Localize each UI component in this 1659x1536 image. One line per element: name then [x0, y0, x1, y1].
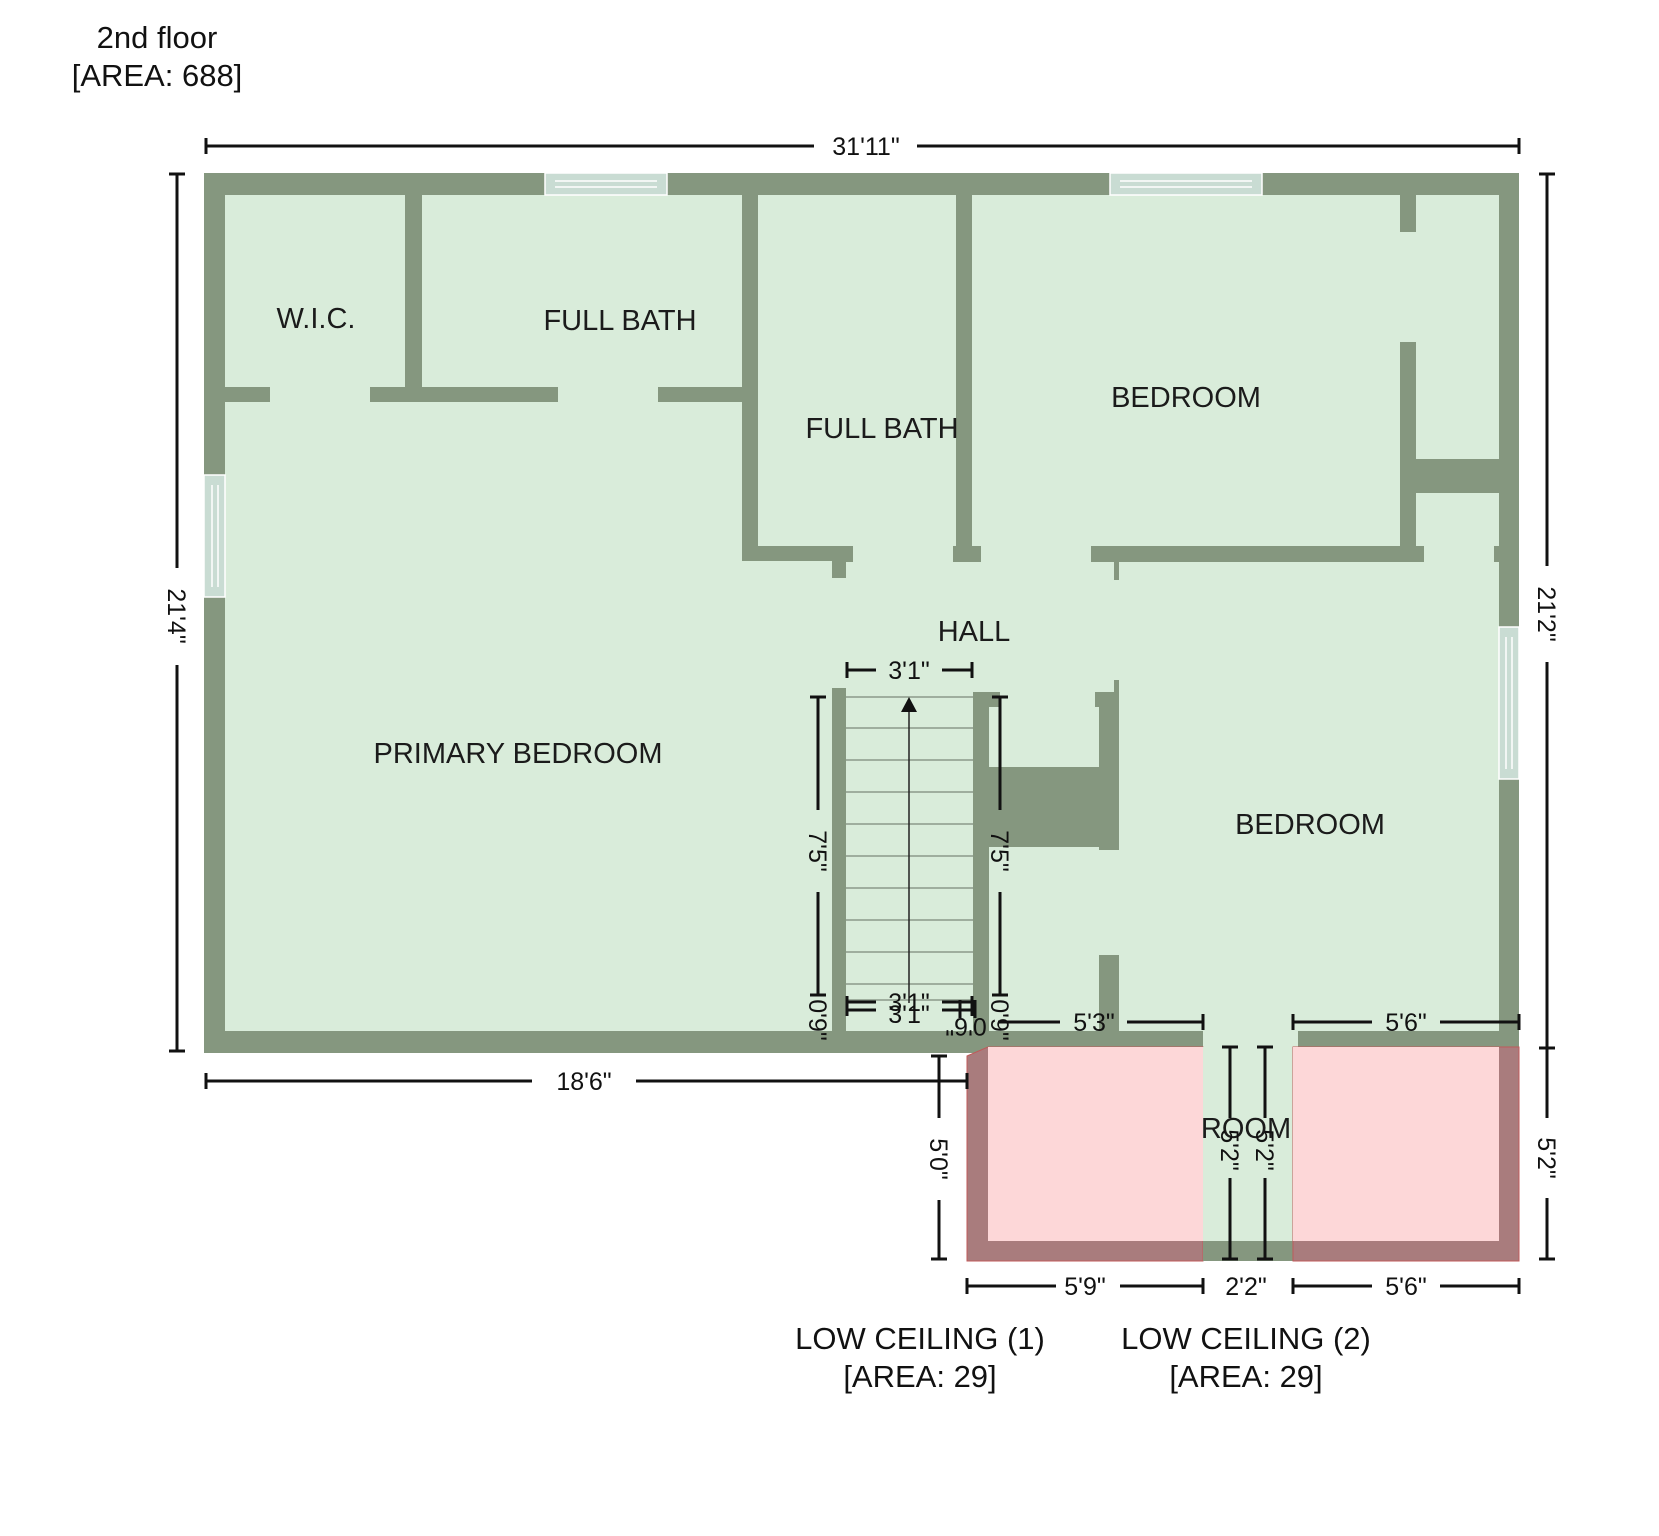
primary-bedroom-label: PRIMARY BEDROOM [374, 738, 663, 770]
door-opening [981, 545, 1091, 563]
wic-floor [225, 195, 405, 387]
dimension-lower-left-height: 5'0" [924, 1054, 952, 1261]
dimension-bottom-left: 18'6" [204, 1068, 969, 1096]
dimension-label: 5'3" [1073, 1009, 1114, 1037]
dimension-stair-width-bottom: 3'1" 3'1" [845, 989, 974, 1029]
door-opening [853, 545, 953, 563]
closet-lower-floor [1416, 493, 1499, 546]
floor-title: 2nd floor [97, 20, 218, 55]
dimension-top-width: 31'11" [204, 133, 1521, 161]
primary-bedroom-floor [225, 402, 832, 1031]
dimension-label: 0'6" [945, 1012, 986, 1040]
closet-upper-floor [1416, 195, 1499, 459]
room-labels: W.I.C. FULL BATH FULL BATH BEDROOM PRIMA… [277, 303, 1385, 1145]
dimension-label: 31'11" [832, 133, 899, 161]
dimension-label: 2'2" [1225, 1273, 1266, 1301]
dimension-label: 7'5" [985, 830, 1013, 871]
dimension-lines: 31'11" 21'4" 21'2" 5'2" [162, 133, 1560, 1301]
dimension-label: 21'2" [1532, 586, 1560, 641]
lower-room [966, 1046, 1520, 1262]
door-opening [558, 386, 658, 403]
full-bath-1-floor [422, 195, 742, 387]
dimension-right-height: 21'2" [1532, 172, 1560, 1050]
room-label: ROOM [1201, 1113, 1291, 1145]
window [1109, 172, 1263, 196]
door-opening [1099, 850, 1120, 955]
dimension-stair-width-top: 3'1" [845, 657, 974, 685]
windows [203, 172, 1520, 780]
low-ceiling-2-floor [1293, 1047, 1499, 1241]
bedroom-1-label: BEDROOM [1111, 382, 1261, 414]
dimension-small-mid: 0'6" [945, 1000, 987, 1040]
hall-label: HALL [938, 616, 1011, 648]
low-ceiling-1-floor [988, 1047, 1203, 1241]
dimension-stair-length-left: 7'5" 0'9" [803, 695, 831, 1041]
room-floor [1203, 1047, 1293, 1261]
dimension-label: 5'6" [1385, 1273, 1426, 1301]
dimension-label: 18'6" [556, 1068, 611, 1096]
low-ceiling-1-area: [AREA: 29] [843, 1359, 996, 1394]
dimension-inner-room: 5'2" 5'2" [1215, 1045, 1278, 1261]
door-opening [1000, 690, 1095, 708]
door-opening [832, 578, 847, 688]
dimension-label: 7'5" [803, 830, 831, 871]
window [544, 172, 668, 196]
dimension-hall-bottom: 5'3" 5'6" [998, 1009, 1521, 1037]
stair-closet-lower-floor [989, 847, 1099, 1031]
stair-closet-upper-floor [989, 707, 1099, 767]
low-ceiling-1-label: LOW CEILING (1) [795, 1321, 1045, 1356]
dimension-bottom-segments: 5'9" 2'2" 5'6" [965, 1273, 1521, 1301]
dimension-label: 3'1" [888, 989, 929, 1017]
door-opening [1424, 545, 1494, 563]
dimension-label: 0'9" [803, 999, 831, 1040]
stair-direction-arrow [901, 697, 917, 1003]
floor-header: 2nd floor [AREA: 688] [72, 20, 243, 93]
dimension-label: 5'0" [924, 1138, 952, 1179]
full-bath-1-label: FULL BATH [543, 305, 696, 337]
door-opening [1099, 580, 1120, 680]
dimension-label: 3'1" [888, 1001, 929, 1029]
bedroom-1-floor [972, 195, 1400, 546]
dimension-label: 5'2" [1532, 1137, 1560, 1178]
floor-area: [AREA: 688] [72, 58, 243, 93]
dimension-label: 5'2" [1215, 1129, 1243, 1170]
low-ceiling-captions: LOW CEILING (1) [AREA: 29] LOW CEILING (… [795, 1321, 1371, 1394]
full-bath-2-label: FULL BATH [805, 413, 958, 445]
dimension-left-height: 21'4" [162, 172, 190, 1053]
dimension-label: 5'6" [1385, 1009, 1426, 1037]
bedroom-2-floor [1119, 562, 1499, 1031]
door-opening [270, 386, 370, 403]
dimension-label: 3'1" [888, 657, 929, 685]
low-ceiling-2-label: LOW CEILING (2) [1121, 1321, 1371, 1356]
bedroom-2-label: BEDROOM [1235, 809, 1385, 841]
hall-floor [846, 562, 1114, 692]
dimension-label: 5'9" [1064, 1273, 1105, 1301]
low-ceiling-2-area: [AREA: 29] [1169, 1359, 1322, 1394]
dimension-label: 5'2" [1250, 1129, 1278, 1170]
door-openings [270, 232, 1494, 955]
door-opening [1400, 232, 1417, 342]
dimension-stair-length-right: 7'5" 0'9" [985, 695, 1013, 1041]
dimension-label: 21'4" [162, 588, 190, 643]
window [203, 474, 226, 598]
room-wall-bottom [1203, 1241, 1293, 1261]
full-bath-2-floor [758, 195, 956, 546]
window [1498, 626, 1520, 780]
dimension-right-lower-height: 5'2" [1532, 1048, 1560, 1261]
dimension-label: 0'9" [985, 999, 1013, 1040]
wic-label: W.I.C. [277, 303, 356, 335]
room-floors [225, 195, 1499, 1055]
